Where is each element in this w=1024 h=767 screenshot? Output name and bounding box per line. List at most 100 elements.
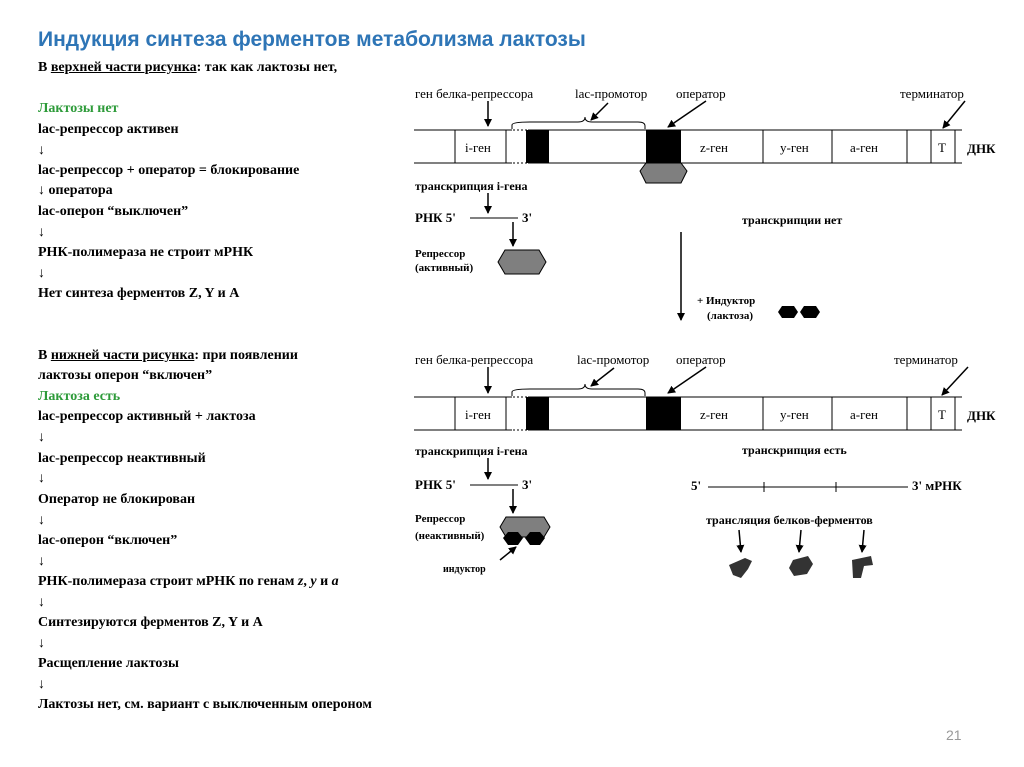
gene-sep: и [316, 574, 332, 589]
lower-intro-prefix: В [38, 348, 51, 363]
rna-3-label: 3' [522, 477, 532, 492]
arrow-operator [667, 366, 707, 394]
enzyme-z [729, 558, 752, 578]
inducer-transition: + Индуктор (лактоза) [677, 232, 820, 322]
operator-block [646, 397, 681, 430]
lower-intro-underlined: нижней части рисунка [50, 348, 195, 363]
lactose-line: lac-оперон “включен” [38, 533, 178, 548]
label-terminator: терминатор [894, 352, 958, 367]
arrow-promoter [590, 102, 609, 121]
bound-inducer [525, 532, 545, 545]
polymerase-prefix: РНК-полимераза строит мРНК по генам [38, 574, 298, 589]
gene-y-label: у-ген [780, 407, 809, 422]
gene-sep: , [303, 574, 311, 589]
upper-intro-underlined: верхней части рисунка [50, 60, 197, 75]
lactose-line: Оператор не блокирован [38, 492, 196, 507]
lactose-line: ↓ [38, 430, 45, 445]
mrna-3-label: 3' мРНК [912, 478, 962, 493]
active-repressor [497, 249, 547, 275]
gene-a-label: а-ген [850, 407, 878, 422]
bound-repressor [639, 162, 688, 184]
no-lactose-line: РНК-полимераза не строит мРНК [38, 245, 254, 260]
label-operator: оператор [676, 86, 726, 101]
operator-block [646, 130, 681, 163]
lactose-line: ↓ [38, 595, 45, 610]
i-transcription-label: транскрипция i-гена [415, 179, 528, 193]
terminator-t-label: T [938, 407, 946, 422]
promoter-block [526, 397, 549, 430]
lower-intro-line2: лактозы оперон “включен” [38, 368, 213, 383]
lactose-line: lac-репрессор активный + лактоза [38, 409, 256, 424]
gene-a-italic: a [331, 574, 339, 589]
lactose-molecule [800, 306, 820, 318]
gene-y-italic: y [310, 574, 317, 589]
lactose-line: ↓ [38, 471, 45, 486]
upper-intro-prefix: В [38, 60, 51, 75]
slide-title: Индукция синтеза ферментов метаболизма л… [38, 28, 586, 51]
repressor-state-label: (неактивный) [415, 530, 485, 542]
gene-i-label: i-ген [465, 407, 491, 422]
arrow-inducer [499, 546, 517, 561]
dna-label: ДНК [967, 141, 996, 156]
lactose-heading: Лактоза есть [38, 389, 121, 404]
terminator-t-label: T [938, 140, 946, 155]
bottom-diagram: ген белка-репрессора lac-промотор операт… [414, 352, 996, 578]
arrow-promoter [590, 367, 615, 387]
page-number: 21 [946, 727, 962, 743]
mrna-5-label: 5' [691, 478, 701, 493]
gene-y-label: у-ген [780, 140, 809, 155]
transcription-yes-label: транскрипция есть [742, 443, 847, 457]
enzyme-y [789, 556, 813, 576]
gene-i-label: i-ген [465, 140, 491, 155]
gene-z-italic: z [297, 574, 304, 589]
no-lactose-heading: Лактозы нет [38, 101, 119, 116]
label-repressor-gene: ген белка-репрессора [415, 352, 533, 367]
no-lactose-line: ↓ оператора [38, 183, 113, 198]
arrow-translation [858, 529, 867, 553]
lactose-line: Расщепление лактозы [38, 656, 179, 671]
lactose-line: Лактозы нет, см. вариант с выключенным о… [38, 697, 372, 712]
promoter-brace [511, 383, 646, 396]
lactose-line: lac-репрессор неактивный [38, 451, 206, 466]
lactose-line: ↓ [38, 513, 45, 528]
arrow-translation [736, 529, 745, 553]
repressor-label: Репрессор [415, 248, 465, 260]
label-promoter: lac-промотор [575, 86, 647, 101]
label-promoter: lac-промотор [577, 352, 649, 367]
arrow-terminator [942, 100, 966, 129]
no-lactose-line: lac-репрессор + оператор = блокирование [38, 163, 300, 178]
lower-intro: В нижней части рисунка: при появлении [38, 347, 298, 364]
lactose-line: ↓ [38, 677, 45, 692]
rna-3-label: 3' [522, 210, 532, 225]
upper-intro: В верхней части рисунка: так как лактозы… [38, 59, 337, 76]
polymerase-line: РНК-полимераза строит мРНК по генам z, y… [38, 573, 339, 590]
no-lactose-line: lac-оперон “выключен” [38, 204, 189, 219]
gene-z-label: z-ген [700, 140, 728, 155]
label-repressor-gene: ген белка-репрессора [415, 86, 533, 101]
no-lactose-line: Нет синтеза ферментов Z, Y и A [38, 286, 240, 301]
repressor-label: Репрессор [415, 513, 465, 525]
gene-a-label: а-ген [850, 140, 878, 155]
lactose-line: ↓ [38, 636, 45, 651]
inducer-label: + Индуктор [697, 295, 755, 307]
enzyme-a [852, 556, 873, 578]
rna-label: РНК 5' [415, 477, 456, 492]
gene-z-label: z-ген [700, 407, 728, 422]
inducer-small-label: индуктор [443, 564, 486, 575]
no-lactose-line: ↓ [38, 143, 45, 158]
arrow-terminator [941, 366, 969, 396]
promoter-block [526, 130, 549, 163]
no-transcription-label: транскрипции нет [742, 213, 842, 227]
i-transcription-label: транскрипция i-гена [415, 444, 528, 458]
upper-intro-suffix: : так как лактозы нет, [196, 60, 338, 75]
rna-label: РНК 5' [415, 210, 456, 225]
arrow-operator [667, 100, 707, 128]
promoter-brace [511, 116, 646, 129]
no-lactose-line: ↓ [38, 225, 45, 240]
translation-label: трансляция белков-ферментов [706, 513, 873, 527]
arrow-translation [795, 529, 804, 553]
bound-inducer [503, 532, 523, 545]
label-operator: оператор [676, 352, 726, 367]
